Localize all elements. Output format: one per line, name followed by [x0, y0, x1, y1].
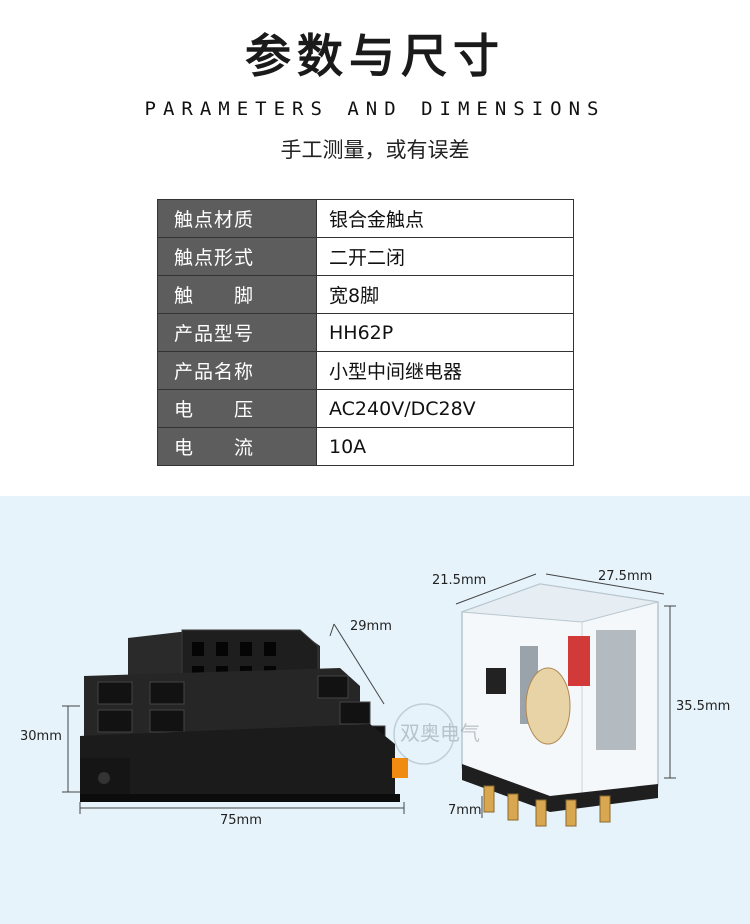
- spec-value: 宽8脚: [316, 275, 574, 314]
- relay-width-label: 27.5mm: [598, 569, 652, 584]
- table-row: 电 压 AC240V/DC28V: [157, 389, 574, 428]
- page-title: 参数与尺寸: [245, 29, 505, 83]
- table-row: 触 脚 宽8脚: [157, 275, 574, 314]
- spec-value: 二开二闭: [316, 237, 574, 276]
- spec-label: 产品名称: [157, 351, 317, 390]
- spec-label: 触点形式: [157, 237, 317, 276]
- spec-value: 10A: [316, 427, 574, 466]
- spec-label: 电 流: [157, 427, 317, 466]
- spec-table: 触点材质 银合金触点 触点形式 二开二闭 触 脚 宽8脚 产品型号 HH62P …: [157, 199, 574, 466]
- socket-depth-label: 29mm: [350, 619, 392, 634]
- socket-height-label: 30mm: [20, 729, 62, 744]
- relay-depth-label: 21.5mm: [432, 573, 486, 588]
- socket-dimension-lines: [62, 623, 405, 814]
- table-row: 产品型号 HH62P: [157, 313, 574, 352]
- watermark-logo: 双奥电气: [393, 703, 480, 765]
- spec-value: AC240V/DC28V: [316, 389, 574, 428]
- spec-label: 触点材质: [157, 199, 317, 238]
- spec-label: 电 压: [157, 389, 317, 428]
- watermark-text: 双奥电气: [400, 721, 480, 745]
- pin-length-label: 7mm: [448, 803, 482, 818]
- table-row: 电 流 10A: [157, 427, 574, 466]
- table-row: 触点材质 银合金触点: [157, 199, 574, 238]
- relay-height-label: 35.5mm: [676, 699, 730, 714]
- spec-value: HH62P: [316, 313, 574, 352]
- page-subtitle: PARAMETERS AND DIMENSIONS: [144, 98, 606, 120]
- spec-value: 银合金触点: [316, 199, 574, 238]
- spec-label: 产品型号: [157, 313, 317, 352]
- table-row: 产品名称 小型中间继电器: [157, 351, 574, 390]
- product-photo-panel: 30mm 75mm 29mm: [0, 496, 750, 924]
- table-row: 触点形式 二开二闭: [157, 237, 574, 276]
- relay-dimension-lines: [455, 573, 676, 818]
- spec-label: 触 脚: [157, 275, 317, 314]
- product-illustration: 30mm 75mm 29mm: [20, 569, 730, 828]
- relay-socket-image: [80, 629, 408, 802]
- socket-length-label: 75mm: [220, 813, 262, 828]
- measurement-note: 手工测量，或有误差: [280, 138, 470, 162]
- spec-value: 小型中间继电器: [316, 351, 574, 390]
- relay-image: [461, 583, 659, 827]
